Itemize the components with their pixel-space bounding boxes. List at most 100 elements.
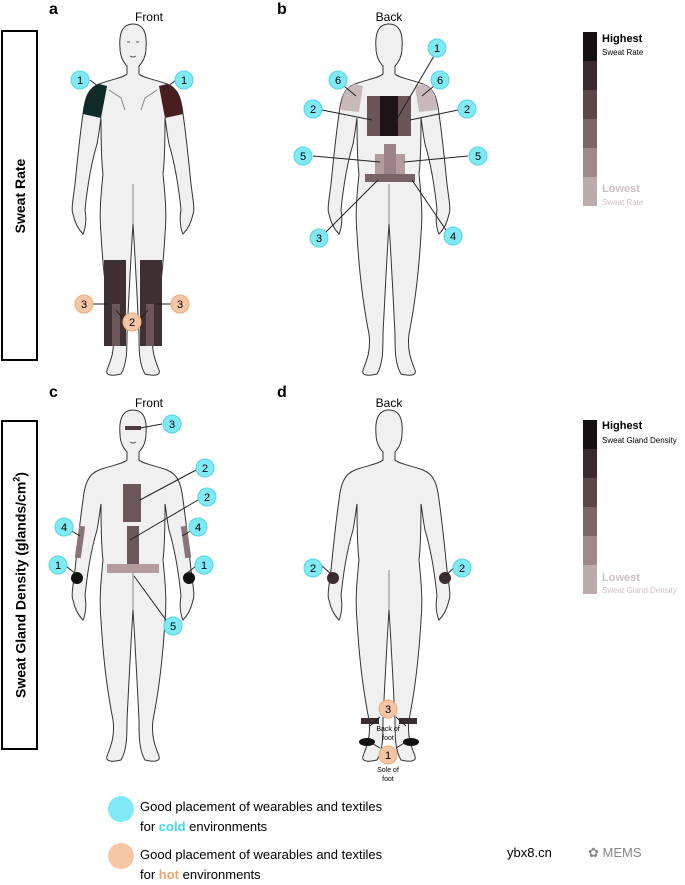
scale-swatch (583, 61, 597, 90)
panel-c-view-title: Front (134, 396, 163, 410)
marker-cold (427, 38, 447, 58)
body-a-front (71, 23, 195, 376)
marker-cold (457, 99, 477, 119)
marker-label: 3 (385, 704, 391, 716)
scale-swatch (583, 478, 597, 507)
scale-swatch (583, 449, 597, 478)
marker-cold (70, 70, 90, 90)
scale-swatch (583, 507, 597, 536)
marker-label: 2 (310, 563, 316, 575)
scale-swatch (583, 148, 597, 177)
scale-swatch (583, 119, 597, 148)
marker-cold (163, 616, 183, 636)
marker-label: 6 (335, 75, 341, 87)
marker-cold (303, 558, 323, 578)
back-of-foot-label: foot (382, 735, 394, 742)
marker-label: 1 (201, 560, 207, 572)
body-d-back (327, 409, 451, 762)
marker-cold (328, 70, 348, 90)
sweat-rate-row-label: Sweat Rate (1, 30, 38, 361)
scale-swatch (583, 90, 597, 119)
marker-cold (293, 146, 313, 166)
gland-scale-highest: Highest (602, 420, 643, 432)
marker-cold (195, 458, 215, 478)
scale-swatch (583, 420, 597, 449)
marker-label: 2 (204, 492, 210, 504)
marker-cold (430, 70, 450, 90)
markers-c: 3 2 2 4 4 1 1 5 (48, 414, 217, 636)
sweat-rate-scale (583, 32, 597, 206)
panel-letter-a: a (49, 1, 58, 18)
gland-density-row-label: Sweat Gland Density (glands/cm2) (1, 420, 38, 750)
back-of-foot-label: Back of (376, 726, 399, 733)
scale-swatch (583, 32, 597, 61)
watermark-site: ybx8.cn (507, 845, 552, 860)
marker-cold (468, 146, 488, 166)
marker-label: 4 (61, 522, 67, 534)
marker-cold (194, 555, 214, 575)
marker-cold (162, 414, 182, 434)
panel-letter-b: b (277, 1, 287, 18)
sole-of-foot-label: Sole of (377, 767, 399, 774)
sweat-scale-highest: Highest (602, 33, 643, 45)
marker-label: 2 (459, 563, 465, 575)
marker-cold (174, 70, 194, 90)
scale-swatch (583, 565, 597, 594)
legend-cold-text: Good placement of wearables and textiles… (140, 799, 383, 834)
panel-letter-c: c (49, 384, 58, 401)
marker-label: 2 (202, 463, 208, 475)
sweat-scale-lowest-sub: Sweat Rate (602, 198, 644, 207)
sweat-scale-lowest: Lowest (602, 183, 640, 195)
sole-of-foot-label: foot (382, 776, 394, 783)
marker-label: 5 (170, 621, 176, 633)
marker-label: 3 (169, 419, 175, 431)
marker-cold (54, 517, 74, 537)
marker-label: 1 (181, 75, 187, 87)
panel-letter-d: d (277, 384, 287, 401)
marker-hot (378, 745, 398, 765)
watermark-brand: ✿ MEMS (588, 845, 642, 860)
marker-label: 2 (464, 104, 470, 116)
marker-label: 3 (316, 233, 322, 245)
sweat-scale-highest-sub: Sweat Rate (602, 48, 644, 57)
marker-cold (303, 99, 323, 119)
marker-hot (74, 294, 94, 314)
legend-cold-dot (108, 796, 134, 822)
wechat-icon: ✿ (588, 845, 599, 860)
scale-swatch (583, 177, 597, 206)
marker-cold (197, 487, 217, 507)
marker-label: 3 (81, 299, 87, 311)
markers-d: 2 2 3 1 Back of foot Sole of foot (303, 558, 472, 783)
markers-b: 1 6 6 2 2 5 5 3 4 (293, 38, 488, 248)
panel-d-view-title: Back (375, 396, 403, 410)
marker-label: 1 (77, 75, 83, 87)
marker-label: 2 (129, 317, 135, 329)
gland-scale-lowest-sub: Sweat Gland Density (602, 586, 677, 595)
gland-scale-highest-sub: Sweat Gland Density (602, 436, 677, 445)
marker-label: 4 (195, 522, 201, 534)
marker-cold (188, 517, 208, 537)
gland-density-scale (583, 420, 597, 594)
marker-hot (378, 699, 398, 719)
scale-swatch (583, 536, 597, 565)
marker-label: 2 (310, 104, 316, 116)
legend-hot-text: Good placement of wearables and textiles… (140, 847, 383, 882)
legend-hot-dot (108, 843, 134, 869)
marker-label: 6 (437, 75, 443, 87)
marker-cold (48, 555, 68, 575)
marker-label: 5 (300, 151, 306, 163)
marker-hot (122, 312, 142, 332)
body-c-front (71, 409, 195, 762)
marker-cold (452, 558, 472, 578)
marker-label: 1 (434, 43, 440, 55)
panel-b-view-title: Back (375, 10, 403, 24)
marker-cold (309, 228, 329, 248)
marker-label: 1 (55, 560, 61, 572)
gland-scale-lowest: Lowest (602, 572, 640, 584)
panel-a-view-title: Front (134, 10, 163, 24)
marker-label: 3 (177, 299, 183, 311)
marker-cold (443, 226, 463, 246)
marker-hot (170, 294, 190, 314)
marker-label: 1 (385, 750, 391, 762)
